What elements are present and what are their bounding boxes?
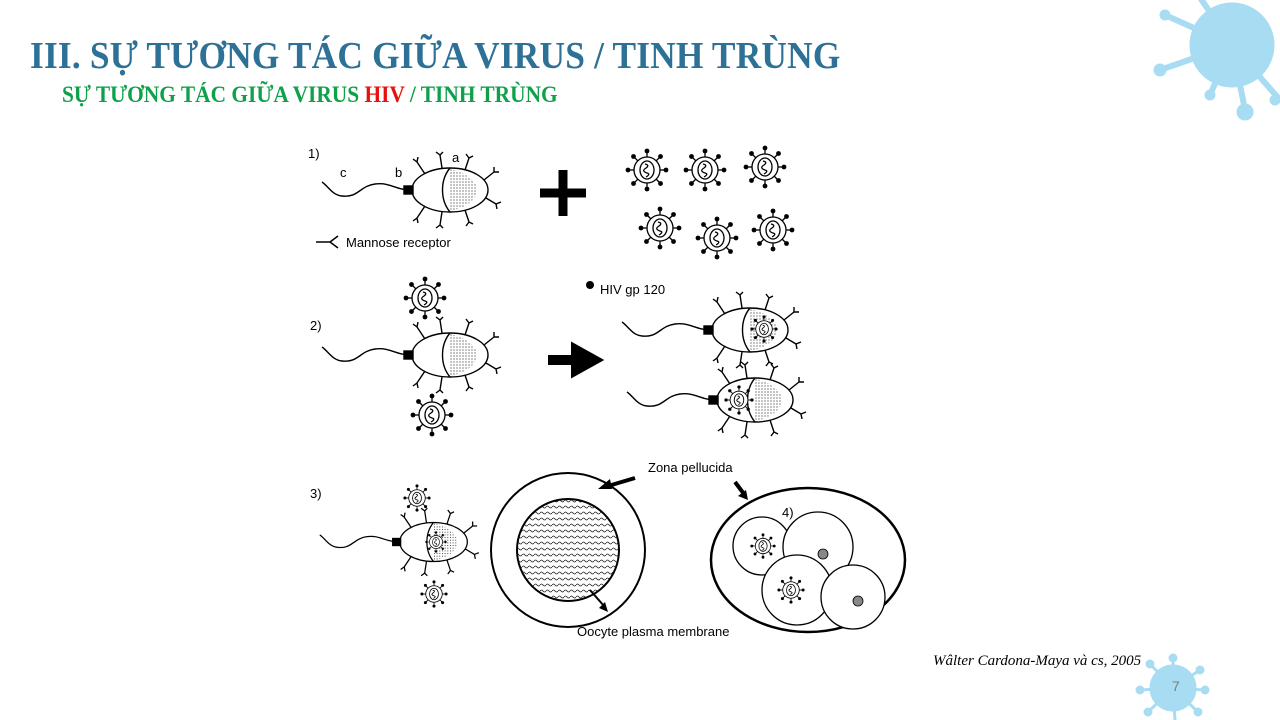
plus-icon	[540, 170, 586, 216]
arrow-right-icon	[548, 341, 605, 379]
nucleus	[817, 548, 829, 560]
citation: Wâlter Cardona-Maya và cs, 2005	[933, 653, 1142, 669]
sperm-cell-bound	[621, 291, 802, 369]
subtitle-highlight-hiv: HIV	[364, 82, 405, 107]
oocyte	[516, 498, 620, 602]
arrow-to-membrane-icon	[589, 589, 605, 607]
hiv-virus	[409, 392, 455, 438]
subtitle-part1: SỰ TƯƠNG TÁC GIỮA VIRUS	[62, 82, 365, 107]
arrow-to-zona-icon	[607, 476, 636, 488]
sperm-cell	[321, 316, 502, 394]
sperm-cell-bound	[626, 361, 807, 439]
embryo-cells	[732, 511, 886, 630]
arrowhead-icon	[598, 479, 612, 489]
subtitle-part2: / TINH TRÙNG	[404, 82, 558, 107]
step-2-label: 2)	[310, 318, 322, 333]
mannose-receptor-icon	[316, 235, 339, 249]
hiv-virus	[749, 532, 777, 560]
hiv-virus	[419, 579, 449, 609]
sperm-cell	[319, 507, 480, 577]
sperm-cell	[321, 151, 502, 229]
gp120-dot-icon	[586, 281, 594, 289]
mannose-receptor-label: Mannose receptor	[346, 235, 451, 250]
oocyte-membrane-label: Oocyte plasma membrane	[577, 624, 729, 639]
label-c-tail: c	[340, 165, 347, 180]
zona-pellucida-label: Zona pellucida	[648, 460, 733, 475]
arrowhead-icon	[738, 490, 748, 500]
nucleus	[852, 595, 864, 607]
slide-subtitle: SỰ TƯƠNG TÁC GIỮA VIRUS HIV / TINH TRÙNG	[62, 82, 558, 108]
step-4-label: 4)	[782, 505, 794, 520]
hiv-virus	[776, 575, 806, 605]
slide-title: III. SỰ TƯƠNG TÁC GIỮA VIRUS / TINH TRÙN…	[30, 35, 841, 77]
label-b-midpiece: b	[395, 165, 402, 180]
virus-decoration-icon	[1153, 0, 1280, 121]
hiv-virus	[749, 314, 779, 344]
page-number-virus-icon	[1135, 653, 1210, 720]
step-3-label: 3)	[310, 486, 322, 501]
hiv-virus	[424, 530, 448, 554]
label-a-head: a	[452, 150, 460, 165]
step-1-label: 1)	[308, 146, 320, 161]
arrow-to-panel4-icon	[733, 480, 746, 496]
page-number: 7	[1172, 678, 1180, 694]
hiv-gp120-label: HIV gp 120	[600, 282, 665, 297]
hiv-virus-group	[624, 144, 796, 261]
hiv-virus	[723, 384, 755, 416]
hiv-virus	[402, 275, 448, 321]
arrowhead-icon	[599, 602, 608, 612]
hiv-virus	[402, 483, 432, 513]
